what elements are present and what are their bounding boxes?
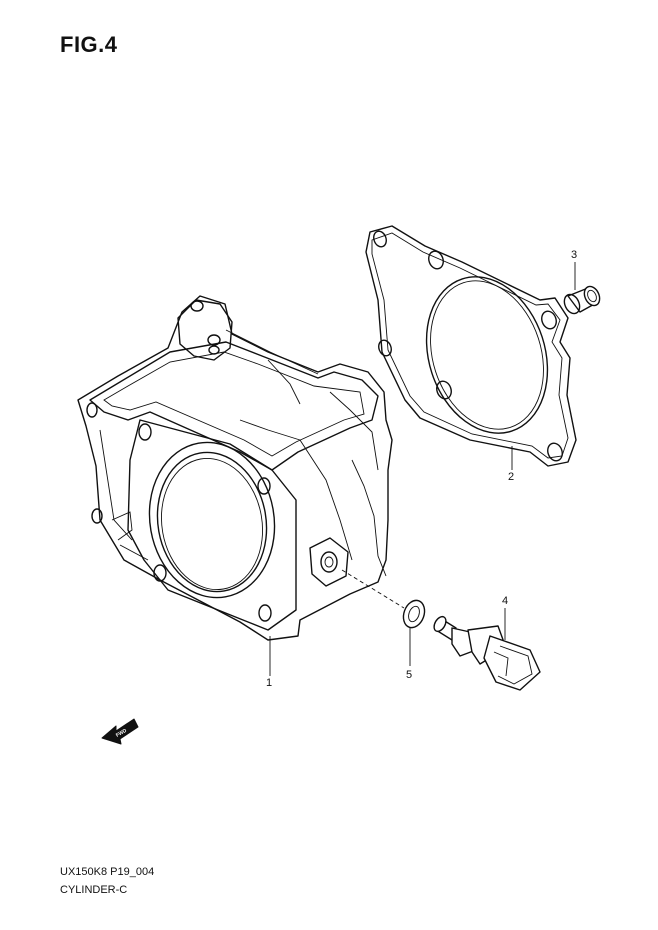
callout-5: 5 (406, 669, 412, 681)
drawing-name: CYLINDER-C (60, 884, 128, 896)
figure-title: FIG.4 (60, 32, 118, 57)
fwd-label: FWD (115, 728, 128, 739)
washer (402, 599, 426, 629)
temperature-sensor (433, 615, 541, 691)
callout-3: 3 (571, 249, 577, 261)
drawing-code: UX150K8 P19_004 (60, 866, 155, 878)
cylinder-body (77, 295, 393, 641)
callout-1: 1 (266, 677, 272, 689)
cylinder-gasket (365, 225, 577, 467)
callout-2: 2 (508, 471, 514, 483)
dowel-pin (563, 285, 601, 315)
fwd-arrow-icon: FWD (101, 718, 139, 745)
callout-4: 4 (502, 595, 508, 607)
leader-lines (269, 262, 576, 676)
